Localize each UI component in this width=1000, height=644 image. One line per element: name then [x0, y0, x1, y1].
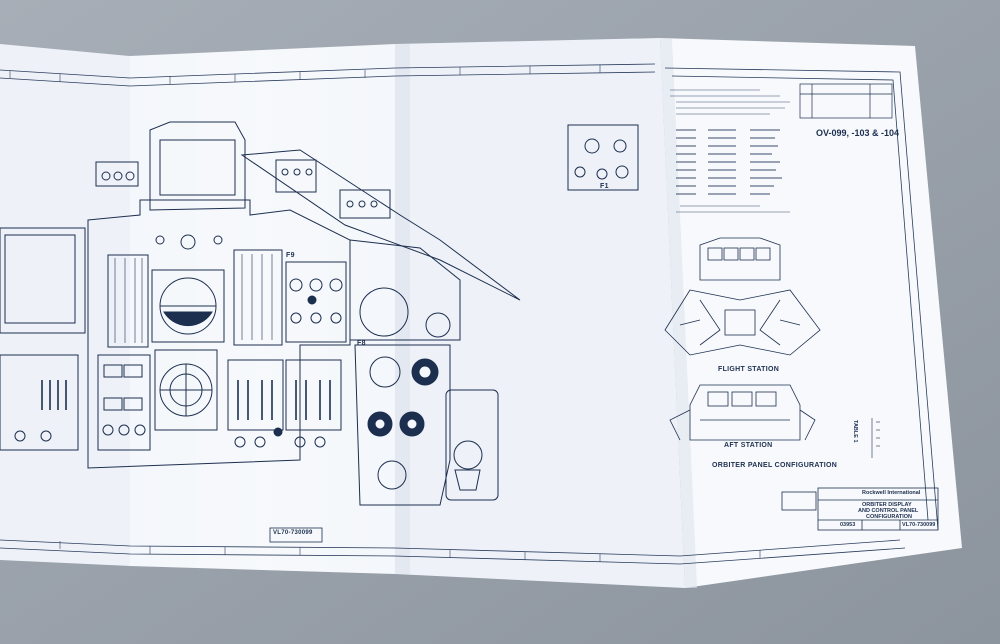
panel-label-f9: F9 — [286, 252, 295, 259]
aft-station-label: AFT STATION — [724, 442, 773, 449]
zone-ticks — [9, 65, 761, 562]
title-block-line3: CONFIGURATION — [866, 514, 913, 520]
notes-block — [670, 89, 790, 213]
paper-panel-3 — [395, 38, 685, 588]
table-1-label: TABLE 1 — [852, 420, 858, 443]
title-block-dwg-number: VL70-730099 — [902, 522, 936, 528]
upper-right-panel-drawing — [567, 124, 639, 191]
blueprint-sheet — [0, 38, 962, 588]
panel-label-f8: F8 — [357, 340, 366, 347]
title-block — [781, 487, 939, 531]
panel-configuration-caption: ORBITER PANEL CONFIGURATION — [712, 462, 838, 469]
table-1-list — [871, 418, 880, 458]
paper-fold-shadow — [395, 44, 410, 574]
title-block-line1: ORBITER DISPLAY — [862, 502, 912, 508]
title-block-company: Rockwell International — [862, 490, 921, 496]
title-block-line2: AND CONTROL PANEL — [858, 508, 919, 514]
drawing-border — [0, 63, 939, 565]
flight-station-label: FLIGHT STATION — [718, 366, 780, 373]
paper-sheen — [130, 44, 395, 574]
title-block-cage-code: 03953 — [840, 522, 856, 528]
lower-right-panel-drawing — [354, 344, 499, 506]
aft-station-key-view — [669, 384, 816, 441]
paper-panel-1 — [0, 44, 130, 566]
flight-station-key-view — [664, 237, 821, 356]
main-panel-drawing — [0, 121, 351, 469]
left-dwg-number-box — [269, 527, 323, 543]
drawing-number-left: VL70-730099 — [273, 530, 313, 536]
glare-shield-drawing — [240, 149, 521, 341]
revision-block — [799, 83, 893, 119]
vehicle-effectivity-label: OV-099, -103 & -104 — [816, 128, 900, 138]
panel-label-f1: F1 — [600, 183, 609, 190]
paper-panel-4 — [660, 38, 962, 588]
paper-fold-shadow-2 — [660, 38, 697, 588]
